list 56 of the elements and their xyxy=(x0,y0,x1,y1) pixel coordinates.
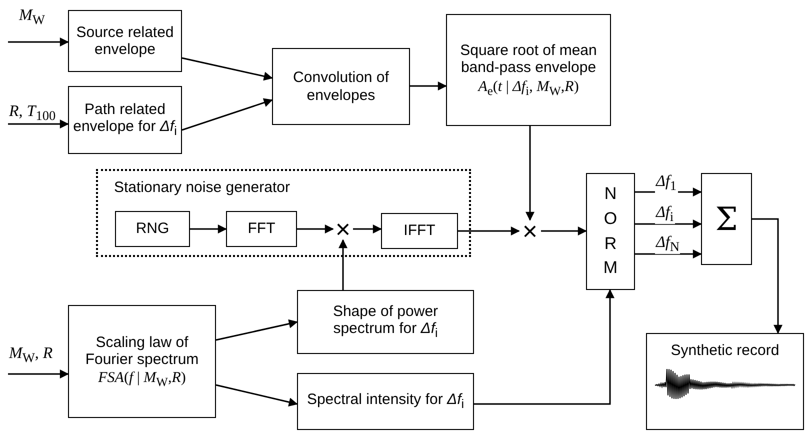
box-label: Source related envelope xyxy=(75,24,175,58)
process-box xyxy=(68,305,216,418)
arrow xyxy=(635,220,702,228)
arrow xyxy=(635,250,702,258)
box-label: Convolution of envelopes xyxy=(292,69,390,104)
arrow xyxy=(216,384,298,407)
process-box xyxy=(446,14,611,126)
arrow xyxy=(182,57,273,81)
process-box xyxy=(68,86,182,154)
edge-label: Δf$_{1}$ xyxy=(655,174,678,193)
arrow xyxy=(8,38,69,46)
summation-box xyxy=(701,173,752,265)
process-box xyxy=(297,290,474,354)
box-label: Synthetic record xyxy=(670,342,780,360)
box-label: Shape of power spectrum for Δf$_{i}$ xyxy=(332,303,440,341)
process-box xyxy=(115,211,190,247)
formula: A$_{e}$(t | Δf$_{i}$, M$_{W}$,R) xyxy=(478,78,579,98)
multiply-symbol: × xyxy=(522,220,538,242)
process-box xyxy=(272,48,410,125)
edge-label: R, T$_{100}$ xyxy=(8,104,57,123)
arrow xyxy=(410,82,447,90)
arrow xyxy=(338,239,348,290)
dotted-group-frame xyxy=(96,169,471,257)
edge-label: M$_{W}$, R xyxy=(8,346,54,365)
edge-label: Δf$_{i}$ xyxy=(655,205,675,224)
box-label: FFT xyxy=(246,220,276,238)
arrow xyxy=(8,120,69,128)
edge-label: M$_{W}$ xyxy=(18,8,46,27)
arrow xyxy=(353,224,382,234)
multiply-symbol: × xyxy=(335,218,351,240)
arrow xyxy=(541,226,587,236)
edge-label: Δf$_{N}$ xyxy=(655,235,680,254)
box-label: IFFT xyxy=(402,222,436,240)
arrow xyxy=(182,98,273,131)
arrow xyxy=(458,226,520,236)
arrow xyxy=(635,188,702,196)
box-label: Path related envelope for Δf$_{i}$ xyxy=(72,101,178,139)
normalization-box xyxy=(586,173,635,290)
formula: FSA(f | M$_{W}$,R) xyxy=(98,370,186,390)
sum-symbol: Σ xyxy=(715,200,738,238)
process-box xyxy=(226,211,297,247)
arrow xyxy=(297,224,334,234)
box-label: RNG xyxy=(134,220,170,238)
box-label: Spectral intensity for Δf$_{i}$ xyxy=(306,391,466,412)
arrow xyxy=(216,319,298,341)
process-box xyxy=(297,373,474,430)
group-title: Stationary noise generator xyxy=(113,179,291,196)
arrow xyxy=(474,289,614,405)
process-box xyxy=(68,10,182,72)
output-box xyxy=(646,333,804,430)
process-box xyxy=(381,213,458,249)
box-label: NORM xyxy=(602,183,619,280)
arrow xyxy=(752,218,782,334)
arrow xyxy=(190,224,227,234)
arrow xyxy=(526,126,534,221)
arrow xyxy=(8,370,69,378)
